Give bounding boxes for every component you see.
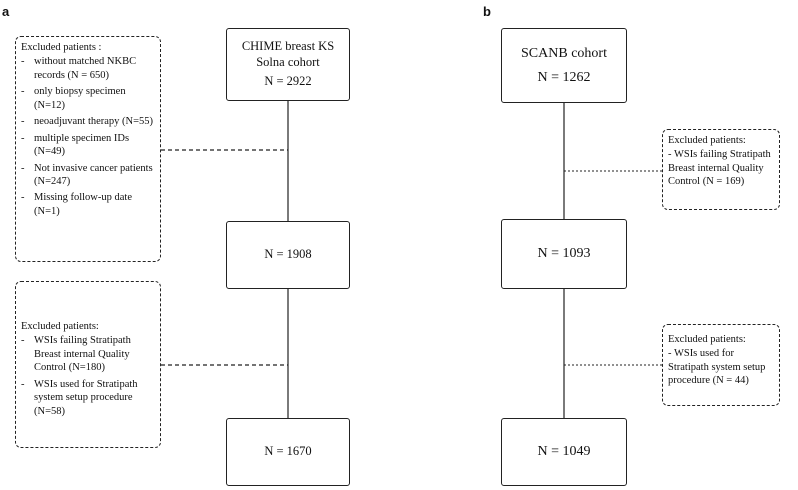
list-item: Not invasive cancer patients (N=247) bbox=[21, 162, 154, 189]
b-start-box: SCANB cohort N = 1262 bbox=[501, 28, 627, 103]
b-mid-count: N = 1093 bbox=[537, 246, 591, 262]
a-end-box: N = 1670 bbox=[226, 418, 350, 486]
b-exclusion2-list: - WSIs used for Stratipath system setup … bbox=[668, 347, 776, 387]
b-mid-box: N = 1093 bbox=[501, 219, 627, 289]
b-start-count: N = 1262 bbox=[537, 69, 591, 85]
list-item: - WSIs failing Stratipath Breast interna… bbox=[668, 149, 771, 188]
b-exclusion1-list: - WSIs failing Stratipath Breast interna… bbox=[668, 148, 776, 188]
a-exclusion-box-1: Excluded patients : without matched NKBC… bbox=[15, 36, 161, 262]
a-end-count: N = 1670 bbox=[264, 444, 312, 459]
list-item: multiple specimen IDs (N=49) bbox=[21, 132, 154, 159]
b-exclusion1-header: Excluded patients: bbox=[668, 135, 746, 146]
list-item: neoadjuvant therapy (N=55) bbox=[21, 115, 154, 129]
a-start-count: N = 2922 bbox=[264, 74, 312, 89]
list-item: Missing follow-up date (N=1) bbox=[21, 191, 154, 218]
a-start-line1: CHIME breast KS bbox=[241, 39, 335, 54]
list-item: WSIs used for Stratipath system setup pr… bbox=[21, 378, 154, 418]
b-exclusion-box-2: Excluded patients: - WSIs used for Strat… bbox=[662, 324, 780, 406]
a-start-box: CHIME breast KS Solna cohort N = 2922 bbox=[226, 28, 350, 101]
list-item: WSIs failing Stratipath Breast internal … bbox=[21, 334, 154, 374]
a-exclusion1-header: Excluded patients : bbox=[21, 42, 102, 53]
b-exclusion-box-1: Excluded patients: - WSIs failing Strati… bbox=[662, 129, 780, 210]
list-item: - WSIs used for Stratipath system setup … bbox=[668, 348, 766, 387]
a-exclusion2-header: Excluded patients: bbox=[21, 321, 99, 332]
a-exclusion2-list: WSIs failing Stratipath Breast internal … bbox=[21, 334, 154, 418]
b-end-count: N = 1049 bbox=[537, 444, 591, 460]
a-start-line2: Solna cohort bbox=[256, 54, 320, 69]
a-exclusion1-list: without matched NKBC records (N = 650) o… bbox=[21, 55, 154, 218]
a-mid-box: N = 1908 bbox=[226, 221, 350, 289]
panel-a-label: a bbox=[2, 4, 10, 19]
list-item: only biopsy specimen (N=12) bbox=[21, 85, 154, 112]
a-exclusion-box-2: Excluded patients: WSIs failing Stratipa… bbox=[15, 281, 161, 448]
list-item: without matched NKBC records (N = 650) bbox=[21, 55, 154, 82]
b-exclusion2-header: Excluded patients: bbox=[668, 334, 746, 345]
panel-b-label: b bbox=[483, 4, 491, 19]
b-end-box: N = 1049 bbox=[501, 418, 627, 486]
b-start-line1: SCANB cohort bbox=[521, 46, 607, 61]
a-mid-count: N = 1908 bbox=[264, 247, 312, 262]
